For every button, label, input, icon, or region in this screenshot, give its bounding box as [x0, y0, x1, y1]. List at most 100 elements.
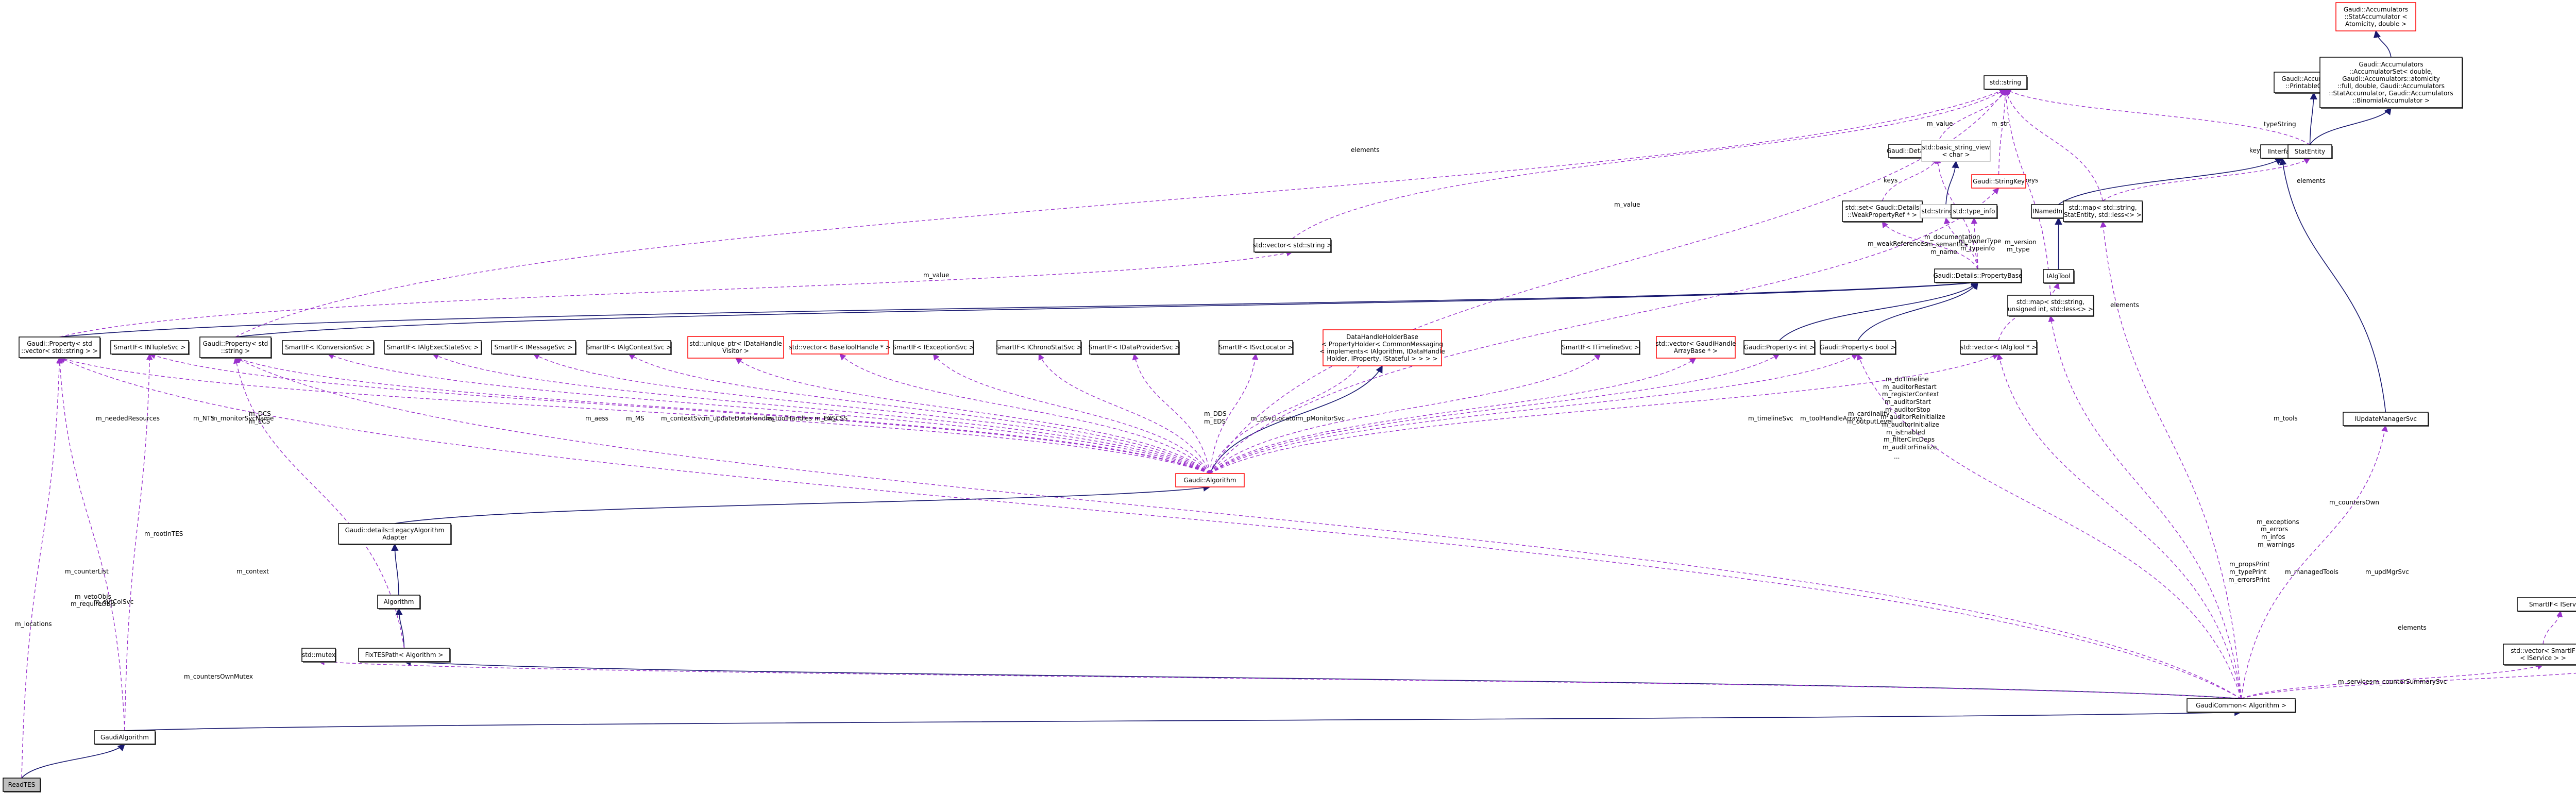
- node-box[interactable]: [377, 595, 420, 609]
- node-box[interactable]: [1743, 340, 1815, 355]
- node-box[interactable]: [586, 340, 671, 355]
- node-box[interactable]: [282, 340, 374, 355]
- node-box[interactable]: [1175, 473, 1245, 487]
- class-node-smartmessage[interactable]: SmartIF< IMessageSvc >: [491, 340, 577, 355]
- class-node-stringkey[interactable]: Gaudi::StringKey: [1971, 174, 2026, 189]
- node-box[interactable]: [2287, 144, 2332, 159]
- node-box[interactable]: [384, 340, 482, 355]
- node-box[interactable]: [2517, 597, 2576, 612]
- node-box[interactable]: [2343, 412, 2429, 426]
- node-box[interactable]: [1089, 340, 1179, 355]
- node-label: std::mutex: [302, 651, 335, 659]
- node-box[interactable]: [1561, 340, 1640, 355]
- class-node-statentity[interactable]: StatEntity: [2287, 144, 2333, 159]
- node-box[interactable]: [338, 523, 451, 545]
- class-node-setweakref[interactable]: std::set< Gaudi::Details::WeakPropertyRe…: [1842, 200, 1923, 223]
- class-node-propstring[interactable]: Gaudi::Property< std::string >: [199, 336, 272, 359]
- class-node-vecsmartiservice[interactable]: std::vector< SmartIF< IService > >: [2503, 644, 2576, 666]
- class-node-smartchrono[interactable]: SmartIF< IChronoStatSvc >: [996, 340, 1082, 355]
- node-box[interactable]: [2503, 644, 2576, 665]
- class-node-readtes[interactable]: ReadTES: [3, 778, 41, 792]
- member-edge-fixtespath-to-propstring: [233, 357, 405, 649]
- class-node-smartalgcontext[interactable]: SmartIF< IAlgContextSvc >: [586, 340, 672, 355]
- class-node-smarttimeline[interactable]: SmartIF< ITimelineSvc >: [1561, 340, 1640, 355]
- class-node-propint[interactable]: Gaudi::Property< int >: [1743, 340, 1816, 355]
- node-box[interactable]: [1951, 204, 1997, 218]
- node-box[interactable]: [301, 648, 336, 662]
- node-box[interactable]: [1842, 200, 1923, 222]
- node-box[interactable]: [199, 336, 272, 358]
- node-box[interactable]: [687, 336, 784, 359]
- node-box[interactable]: [2043, 269, 2074, 283]
- node-box[interactable]: [996, 340, 1081, 355]
- node-box[interactable]: [1984, 75, 2027, 90]
- class-node-iupdatemanagersvc[interactable]: IUpdateManagerSvc: [2343, 412, 2429, 427]
- node-box[interactable]: [2319, 57, 2463, 108]
- class-node-fixtespath[interactable]: FixTESPath< Algorithm >: [358, 648, 451, 663]
- class-node-typeinfo[interactable]: std::type_info: [1951, 204, 1998, 219]
- class-node-smartexception[interactable]: SmartIF< IExceptionSvc >: [892, 340, 974, 355]
- node-box[interactable]: [1820, 340, 1896, 355]
- class-node-propbool[interactable]: Gaudi::Property< bool >: [1820, 340, 1896, 355]
- class-node-gaudialgorithmcore[interactable]: Gaudi::Algorithm: [1175, 473, 1245, 487]
- class-node-ialgtool[interactable]: IAlgTool: [2043, 269, 2075, 284]
- node-label: ::vector< std::string > >: [21, 347, 98, 355]
- class-node-smartsvclocator[interactable]: SmartIF< ISvcLocator >: [1218, 340, 1294, 355]
- class-node-basicstringview[interactable]: std::basic_string_view< char >: [1921, 140, 1991, 162]
- member-edge-gaudialgorithmcore-to-smartchrono: [1038, 353, 1211, 474]
- inheritance-edge-propstring-to-propertybase: [235, 279, 1979, 338]
- edge-label: m_filterCircDeps: [1884, 436, 1935, 443]
- class-node-smartdataprovider[interactable]: SmartIF< IDataProviderSvc >: [1089, 340, 1180, 355]
- node-box[interactable]: [110, 340, 189, 355]
- node-label: std::vector< IAlgTool * >: [1960, 344, 2037, 351]
- class-node-vecialgtool[interactable]: std::vector< IAlgTool * >: [1960, 340, 2038, 355]
- class-node-gaudialgorithm[interactable]: GaudiAlgorithm: [94, 730, 156, 745]
- node-box[interactable]: [1960, 340, 2037, 355]
- node-box[interactable]: [3, 778, 41, 792]
- class-node-propvecstring[interactable]: Gaudi::Property< std::vector< std::strin…: [19, 336, 101, 359]
- node-box[interactable]: [2007, 295, 2094, 316]
- node-box[interactable]: [2063, 200, 2143, 222]
- class-node-smartconversion[interactable]: SmartIF< IConversionSvc >: [282, 340, 375, 355]
- class-node-vecbasetool2[interactable]: std::vector< BaseToolHandle * >: [789, 340, 891, 355]
- class-node-stataccumulator[interactable]: Gaudi::Accumulators::StatAccumulator <At…: [2335, 2, 2416, 31]
- class-node-propertybase[interactable]: Gaudi::Details::PropertyBase: [1934, 268, 2023, 283]
- node-box[interactable]: [2187, 698, 2296, 713]
- node-box[interactable]: [1934, 268, 2022, 283]
- class-node-mapstatentity[interactable]: std::map< std::string,StatEntity, std::l…: [2063, 200, 2143, 223]
- edge-label: elements: [2398, 624, 2427, 631]
- node-box[interactable]: [491, 340, 576, 355]
- class-node-vecstring[interactable]: std::vector< std::string >: [1253, 238, 1332, 253]
- node-box[interactable]: [1218, 340, 1293, 355]
- class-node-smartalgexec[interactable]: SmartIF< IAlgExecStateSvc >: [384, 340, 482, 355]
- member-edge-gaudialgorithmcore-to-propbool: [1210, 353, 1859, 474]
- class-node-smartiservice[interactable]: SmartIF< IService >: [2517, 597, 2576, 612]
- member-edge-propstring-to-stdstring: [235, 88, 2006, 338]
- class-node-gaudicommon[interactable]: GaudiCommon< Algorithm >: [2187, 698, 2296, 713]
- class-node-smartntuple[interactable]: SmartIF< INTupleSvc >: [110, 340, 190, 355]
- class-node-stdmutex[interactable]: std::mutex: [301, 648, 336, 663]
- node-label: GaudiCommon< Algorithm >: [2196, 702, 2286, 709]
- node-box[interactable]: [1921, 140, 1991, 162]
- node-box[interactable]: [1253, 238, 1331, 252]
- edge-label: m_typeinfo: [1960, 245, 1995, 252]
- class-node-algorithmbase[interactable]: Algorithm: [377, 595, 421, 610]
- class-node-mapunsigned[interactable]: std::map< std::string,unsigned int, std:…: [2007, 295, 2094, 317]
- node-box[interactable]: [358, 648, 450, 662]
- edge-label: m_toolHandleArrays: [1800, 415, 1862, 422]
- class-node-stdstring[interactable]: std::string: [1984, 75, 2028, 90]
- node-box[interactable]: [791, 340, 889, 355]
- node-label: std::vector< BaseToolHandle * >: [789, 344, 890, 351]
- node-box[interactable]: [19, 336, 100, 358]
- node-box[interactable]: [1971, 174, 2026, 189]
- node-box[interactable]: [893, 340, 974, 355]
- class-node-datahandleholderbase[interactable]: DataHandleHolderBase< PropertyHolder< Co…: [1319, 329, 1445, 366]
- node-box[interactable]: [1656, 336, 1736, 359]
- node-box[interactable]: [94, 730, 156, 745]
- node-box[interactable]: [2335, 2, 2416, 31]
- class-node-accumulatorset[interactable]: Gaudi::Accumulators::AccumulatorSet< dou…: [2319, 57, 2463, 109]
- node-box[interactable]: [1323, 329, 1442, 366]
